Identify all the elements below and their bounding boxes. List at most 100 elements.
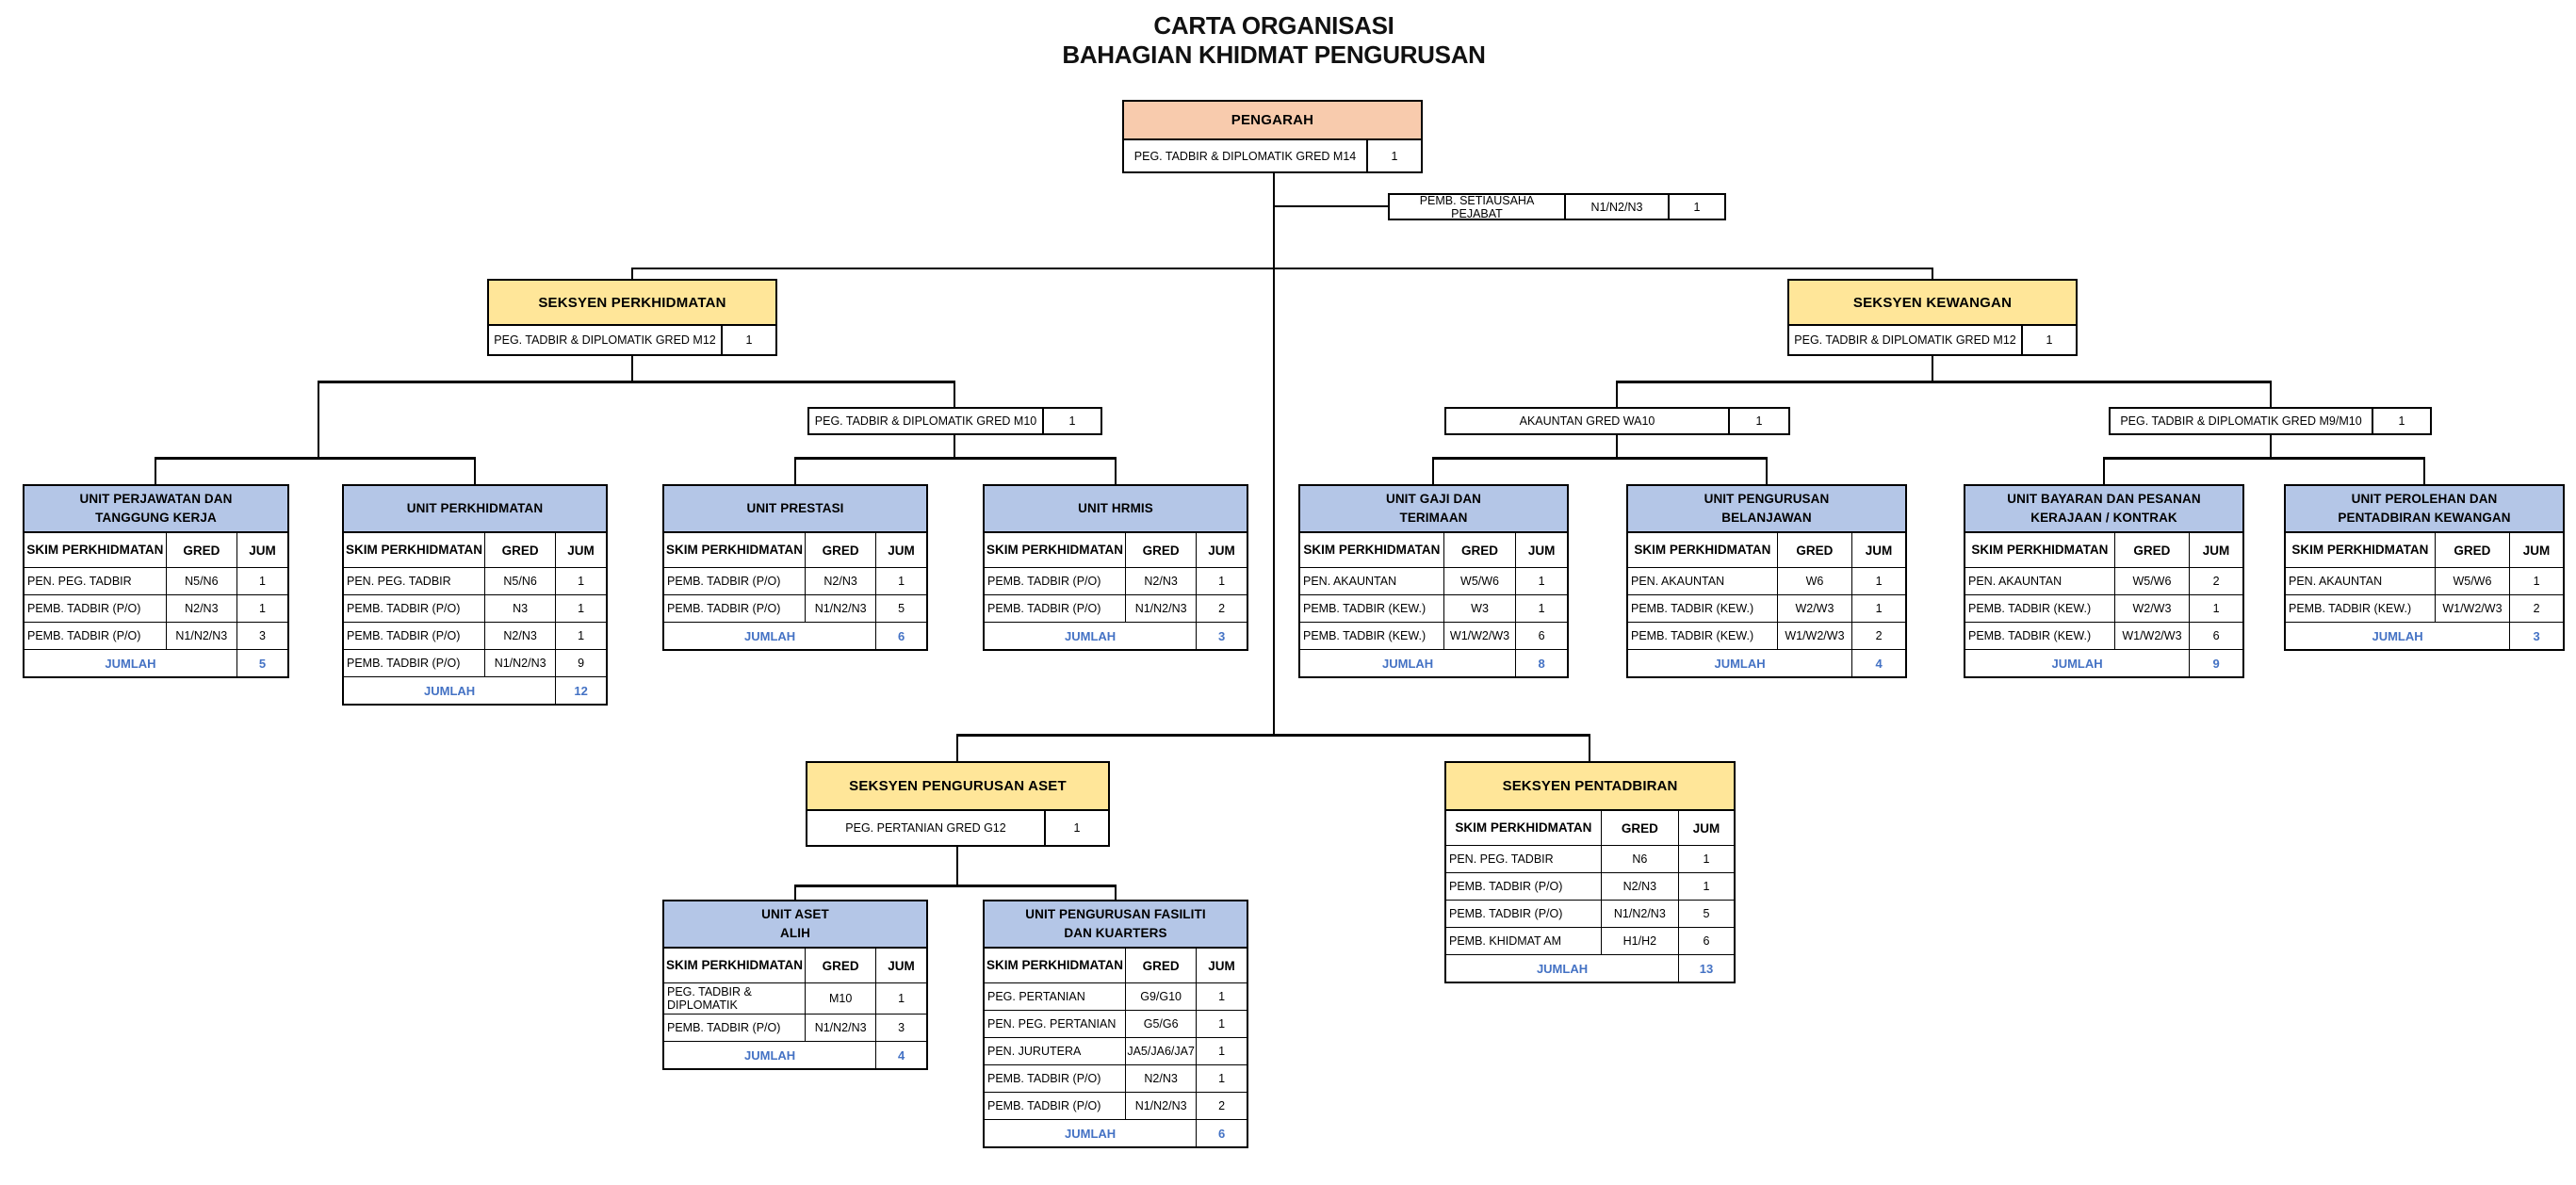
jumlah-value: 3 bbox=[2533, 628, 2540, 643]
connector-line bbox=[1932, 352, 1933, 382]
col-header-skim: SKIM PERKHIDMATAN bbox=[2286, 533, 2436, 567]
section-aset-officer-row: PEG. PERTANIAN GRED G12 1 bbox=[807, 809, 1108, 845]
jumlah-label: JUMLAH bbox=[1300, 650, 1517, 676]
skim-cell: PEMB. TADBIR (P/O) bbox=[24, 595, 167, 622]
gred-cell: N3 bbox=[485, 595, 557, 622]
gred-cell: N2/N3 bbox=[806, 568, 877, 594]
connector-line bbox=[1274, 205, 1388, 207]
table-title-line: UNIT PENGURUSAN FASILITI bbox=[1025, 907, 1206, 921]
col-header-skim: SKIM PERKHIDMATAN bbox=[1628, 533, 1778, 567]
gred-cell: W5/W6 bbox=[2436, 568, 2511, 594]
officer-name: PEG. PERTANIAN GRED G12 bbox=[807, 811, 1046, 845]
officer-name: PEG. TADBIR & DIPLOMATIK GRED M9/M10 bbox=[2111, 409, 2373, 433]
gred-cell: W3 bbox=[1444, 595, 1517, 622]
skim-cell: PEMB. TADBIR (KEW.) bbox=[1965, 595, 2115, 622]
secretary-count: 1 bbox=[1693, 200, 1701, 214]
skim-cell: PEMB. KHIDMAT AM bbox=[1446, 928, 1602, 954]
skim-cell: PEN. PEG. TADBIR bbox=[24, 568, 167, 594]
col-header-gred: GRED bbox=[167, 533, 237, 567]
skim-cell: PEG. PERTANIAN bbox=[985, 983, 1127, 1010]
jumlah-label: JUMLAH bbox=[1446, 955, 1680, 982]
table-title: UNIT HRMIS bbox=[985, 486, 1247, 531]
jum-cell: 9 bbox=[578, 657, 585, 670]
table-title-line: UNIT PENGURUSAN bbox=[1704, 492, 1830, 506]
jumlah-label: JUMLAH bbox=[1628, 650, 1853, 676]
secretary-name: PEMB. SETIAUSAHA PEJABAT bbox=[1390, 194, 1566, 220]
connector-line bbox=[1273, 170, 1275, 735]
jum-cell: 1 bbox=[1218, 1045, 1226, 1058]
connector-line bbox=[1589, 734, 1590, 761]
jumlah-label: JUMLAH bbox=[24, 650, 237, 676]
table-title-line: TANGGUNG KERJA bbox=[95, 511, 217, 525]
col-header-skim: SKIM PERKHIDMATAN bbox=[24, 533, 167, 567]
connector-line bbox=[1432, 457, 1434, 484]
gred-cell: N1/N2/N3 bbox=[485, 650, 557, 676]
gred-cell: JA5/JA6/JA7 bbox=[1126, 1038, 1198, 1064]
connector-line bbox=[318, 381, 955, 383]
connector-line bbox=[1766, 457, 1768, 484]
officer-name: PEG. TADBIR & DIPLOMATIK GRED M10 bbox=[809, 409, 1044, 433]
jum-cell: 1 bbox=[2533, 575, 2540, 588]
jum-cell: 1 bbox=[578, 629, 585, 642]
col-header-jum: JUM bbox=[1692, 820, 1720, 836]
table-title-line: UNIT HRMIS bbox=[1078, 501, 1153, 515]
col-header-gred: GRED bbox=[485, 533, 557, 567]
skim-cell: PEN. AKAUNTAN bbox=[1300, 568, 1444, 594]
skim-cell: PEN. AKAUNTAN bbox=[2286, 568, 2436, 594]
gred-cell: W5/W6 bbox=[1444, 568, 1517, 594]
section-perkhidmatan-title: SEKSYEN PERKHIDMATAN bbox=[489, 281, 775, 324]
gred-cell: N1/N2/N3 bbox=[1602, 901, 1680, 927]
connector-line bbox=[474, 457, 476, 484]
connector-line bbox=[794, 457, 796, 484]
connector-line bbox=[956, 843, 958, 886]
jumlah-value: 13 bbox=[1699, 961, 1714, 976]
col-header-jum: JUM bbox=[1527, 543, 1556, 558]
jum-cell: 1 bbox=[1218, 1072, 1226, 1085]
jumlah-label: JUMLAH bbox=[664, 1042, 877, 1068]
section-aset-title: SEKSYEN PENGURUSAN ASET bbox=[807, 763, 1108, 809]
page-title: CARTA ORGANISASI BAHAGIAN KHIDMAT PENGUR… bbox=[897, 11, 1651, 70]
connector-line bbox=[794, 457, 1117, 460]
col-header-jum: JUM bbox=[249, 543, 276, 558]
jum-cell: 1 bbox=[259, 575, 266, 588]
col-header-jum: JUM bbox=[888, 543, 915, 558]
connector-line bbox=[1932, 268, 1933, 279]
connector-line bbox=[631, 352, 633, 382]
gred-cell: W1/W2/W3 bbox=[1444, 623, 1517, 649]
col-header-skim: SKIM PERKHIDMATAN bbox=[985, 533, 1127, 567]
col-header-jum: JUM bbox=[567, 543, 595, 558]
jum-cell: 2 bbox=[1875, 629, 1883, 642]
col-header-skim: SKIM PERKHIDMATAN bbox=[1446, 811, 1602, 845]
skim-cell: PEMB. TADBIR (KEW.) bbox=[1628, 623, 1778, 649]
officer-count: 1 bbox=[1755, 414, 1763, 428]
gred-cell: N2/N3 bbox=[1126, 568, 1198, 594]
col-header-skim: SKIM PERKHIDMATAN bbox=[664, 949, 807, 982]
skim-cell: PEN. PEG. TADBIR bbox=[344, 568, 486, 594]
col-header-skim: SKIM PERKHIDMATAN bbox=[1965, 533, 2115, 567]
connector-line bbox=[794, 885, 1117, 887]
jumlah-label: JUMLAH bbox=[664, 623, 877, 649]
jum-cell: 1 bbox=[1218, 575, 1226, 588]
gred-cell: N6 bbox=[1602, 846, 1680, 872]
gred-cell: N2/N3 bbox=[1602, 873, 1680, 900]
skim-cell: PEMB. TADBIR (P/O) bbox=[985, 595, 1127, 622]
skim-cell: PEN. PEG. PERTANIAN bbox=[985, 1011, 1127, 1037]
secretary-box: PEMB. SETIAUSAHA PEJABAT N1/N2/N3 1 bbox=[1388, 193, 1726, 220]
